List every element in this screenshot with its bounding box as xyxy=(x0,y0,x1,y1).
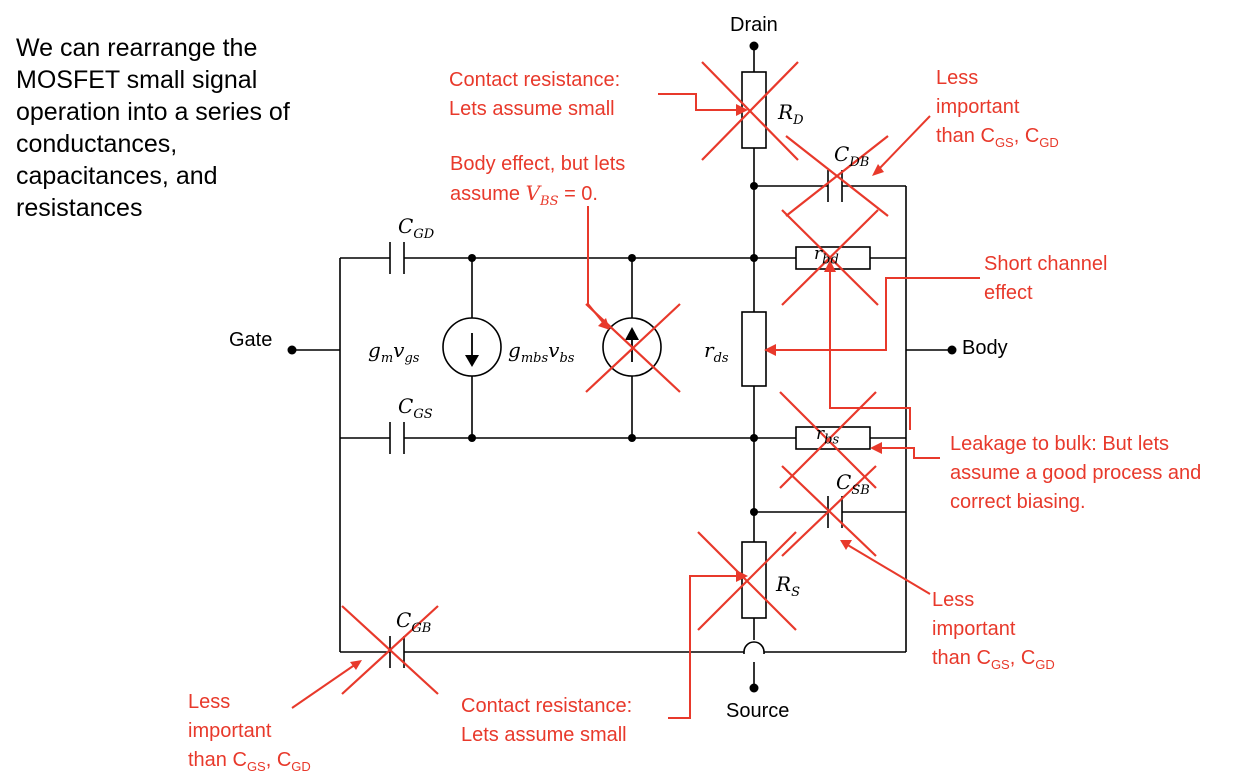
intro-line: capacitances, and xyxy=(16,162,218,190)
strike-marks xyxy=(341,61,889,695)
rbd-label: rbd xyxy=(814,244,839,268)
pointer-lines xyxy=(291,93,980,719)
note-line: Less xyxy=(936,67,979,89)
note-line: Less xyxy=(932,589,975,611)
leakage-note: Leakage to bulk: But lets assume a good … xyxy=(950,430,1201,517)
note-line: Body effect, but lets xyxy=(450,153,626,175)
intro-line: We can rearrange the xyxy=(16,34,258,62)
note-line: Contact resistance: xyxy=(449,69,621,91)
csb-label: CSB xyxy=(836,470,870,498)
intro-line: MOSFET small signal xyxy=(16,66,258,94)
gm-vgs-label: gmvgs xyxy=(368,338,420,366)
contact-resistance-source-note: Contact resistance: Lets assume small xyxy=(461,692,632,750)
note-line: Less xyxy=(188,691,231,713)
note-line: effect xyxy=(984,282,1033,304)
rds-label: rds xyxy=(704,338,729,366)
less-important-csb-note: Less important than CGS, CGD xyxy=(932,586,1055,679)
note-line: than CGS, CGD xyxy=(188,749,311,774)
drain-label: Drain xyxy=(730,14,778,36)
gmbs-vbs-label: gmbsvbs xyxy=(508,338,575,366)
junction-dots xyxy=(287,41,957,693)
rbs-label: rbs xyxy=(816,424,840,448)
cgd-label: CGD xyxy=(398,214,435,242)
rd-label: RD xyxy=(778,100,804,128)
intro-text: We can rearrange the MOSFET small signal… xyxy=(16,32,376,224)
note-line: Leakage to bulk: But lets xyxy=(950,433,1170,455)
body-effect-note: Body effect, but lets assume VBS = 0. xyxy=(450,150,625,216)
note-line: than CGS, CGD xyxy=(932,647,1055,672)
contact-resistance-drain-note: Contact resistance: Lets assume small xyxy=(449,66,620,124)
cgs-label: CGS xyxy=(398,394,433,422)
note-line: assume VBS = 0. xyxy=(450,181,598,209)
note-line: important xyxy=(936,96,1020,118)
note-line: Contact resistance: xyxy=(461,695,633,717)
note-line: correct biasing. xyxy=(950,491,1086,513)
rs-label: RS xyxy=(776,572,800,600)
note-line: Short channel xyxy=(984,253,1108,275)
intro-line: resistances xyxy=(16,194,143,222)
capacitor-plates xyxy=(389,170,843,668)
less-important-cgb-note: Less important than CGS, CGD xyxy=(188,688,311,781)
pointer-arrowheads xyxy=(350,104,884,670)
note-line: assume a good process and xyxy=(950,462,1202,484)
note-line: than CGS, CGD xyxy=(936,125,1059,150)
note-line: important xyxy=(188,720,272,742)
gate-label: Gate xyxy=(229,329,273,351)
short-channel-note: Short channel effect xyxy=(984,250,1107,308)
intro-line: operation into a series of xyxy=(16,98,290,126)
note-line: important xyxy=(932,618,1016,640)
intro-line: conductances, xyxy=(16,130,178,158)
cgb-label: CGB xyxy=(396,608,432,636)
less-important-cdb-note: Less important than CGS, CGD xyxy=(936,64,1059,157)
source-label: Source xyxy=(726,700,790,722)
cdb-label: CDB xyxy=(834,142,870,170)
body-label: Body xyxy=(962,337,1008,359)
note-line: Lets assume small xyxy=(461,724,627,746)
note-line: Lets assume small xyxy=(449,98,615,120)
